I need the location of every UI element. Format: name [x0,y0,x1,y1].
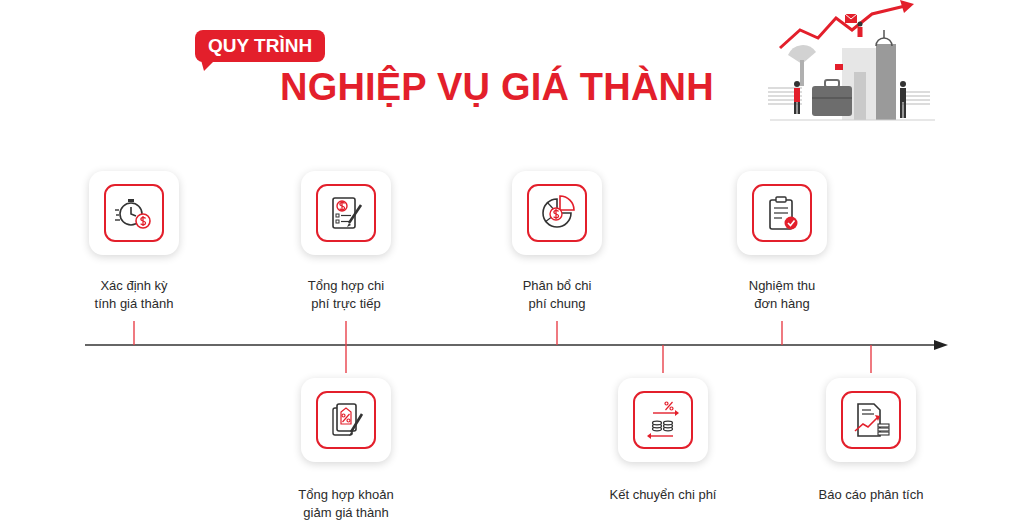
process-step: Phân bổ chi phí chung [472,171,642,313]
heading-badge: QUY TRÌNH [195,30,325,62]
step-icon [114,193,154,233]
icon-frame [527,184,587,242]
step-icon [326,400,366,440]
process-step: Xác định kỳ tính giá thành [49,171,219,313]
icon-frame [752,184,812,242]
icon-card [301,378,391,462]
illustration [768,0,935,120]
icon-card [89,171,179,255]
timeline-arrowhead [934,340,948,350]
icon-frame [316,184,376,242]
timeline-tick [133,321,134,345]
timeline-tick [781,321,782,345]
timeline [85,344,936,346]
timeline-tick [870,345,871,373]
tick-layer [134,321,871,373]
step-label: Nghiệm thu đơn hàng [727,277,837,313]
process-step: Kết chuyển chi phí [578,378,748,504]
timeline-tick [556,321,557,345]
timeline-tick [662,345,663,373]
icon-frame [104,184,164,242]
icon-card [301,171,391,255]
step-label: Báo cáo phân tích [796,486,946,504]
icon-card [737,171,827,255]
process-step: Tổng hợp khoản giảm giá thành [261,378,431,522]
step-icon [643,400,683,440]
step-icon [537,193,577,233]
icon-card [826,378,916,462]
timeline-tick [345,345,346,373]
process-step: Nghiệm thu đơn hàng [697,171,867,313]
step-label: Xác định kỳ tính giá thành [74,277,194,313]
icon-frame [316,391,376,449]
icon-frame [633,391,693,449]
step-label: Phân bổ chi phí chung [498,277,616,313]
icon-card [512,171,602,255]
icon-frame [841,391,901,449]
step-icon [762,193,802,233]
step-label: Kết chuyển chi phí [588,486,738,504]
step-icon [326,193,366,233]
main-title: NGHIỆP VỤ GIÁ THÀNH [280,62,714,112]
step-icon [851,400,891,440]
step-label: Tổng hợp chi phí trực tiếp [284,277,409,313]
process-step: Tổng hợp chi phí trực tiếp [261,171,431,313]
icon-card [618,378,708,462]
step-label: Tổng hợp khoản giảm giá thành [284,486,409,522]
timeline-tick [345,321,346,345]
process-step: Báo cáo phân tích [786,378,956,504]
